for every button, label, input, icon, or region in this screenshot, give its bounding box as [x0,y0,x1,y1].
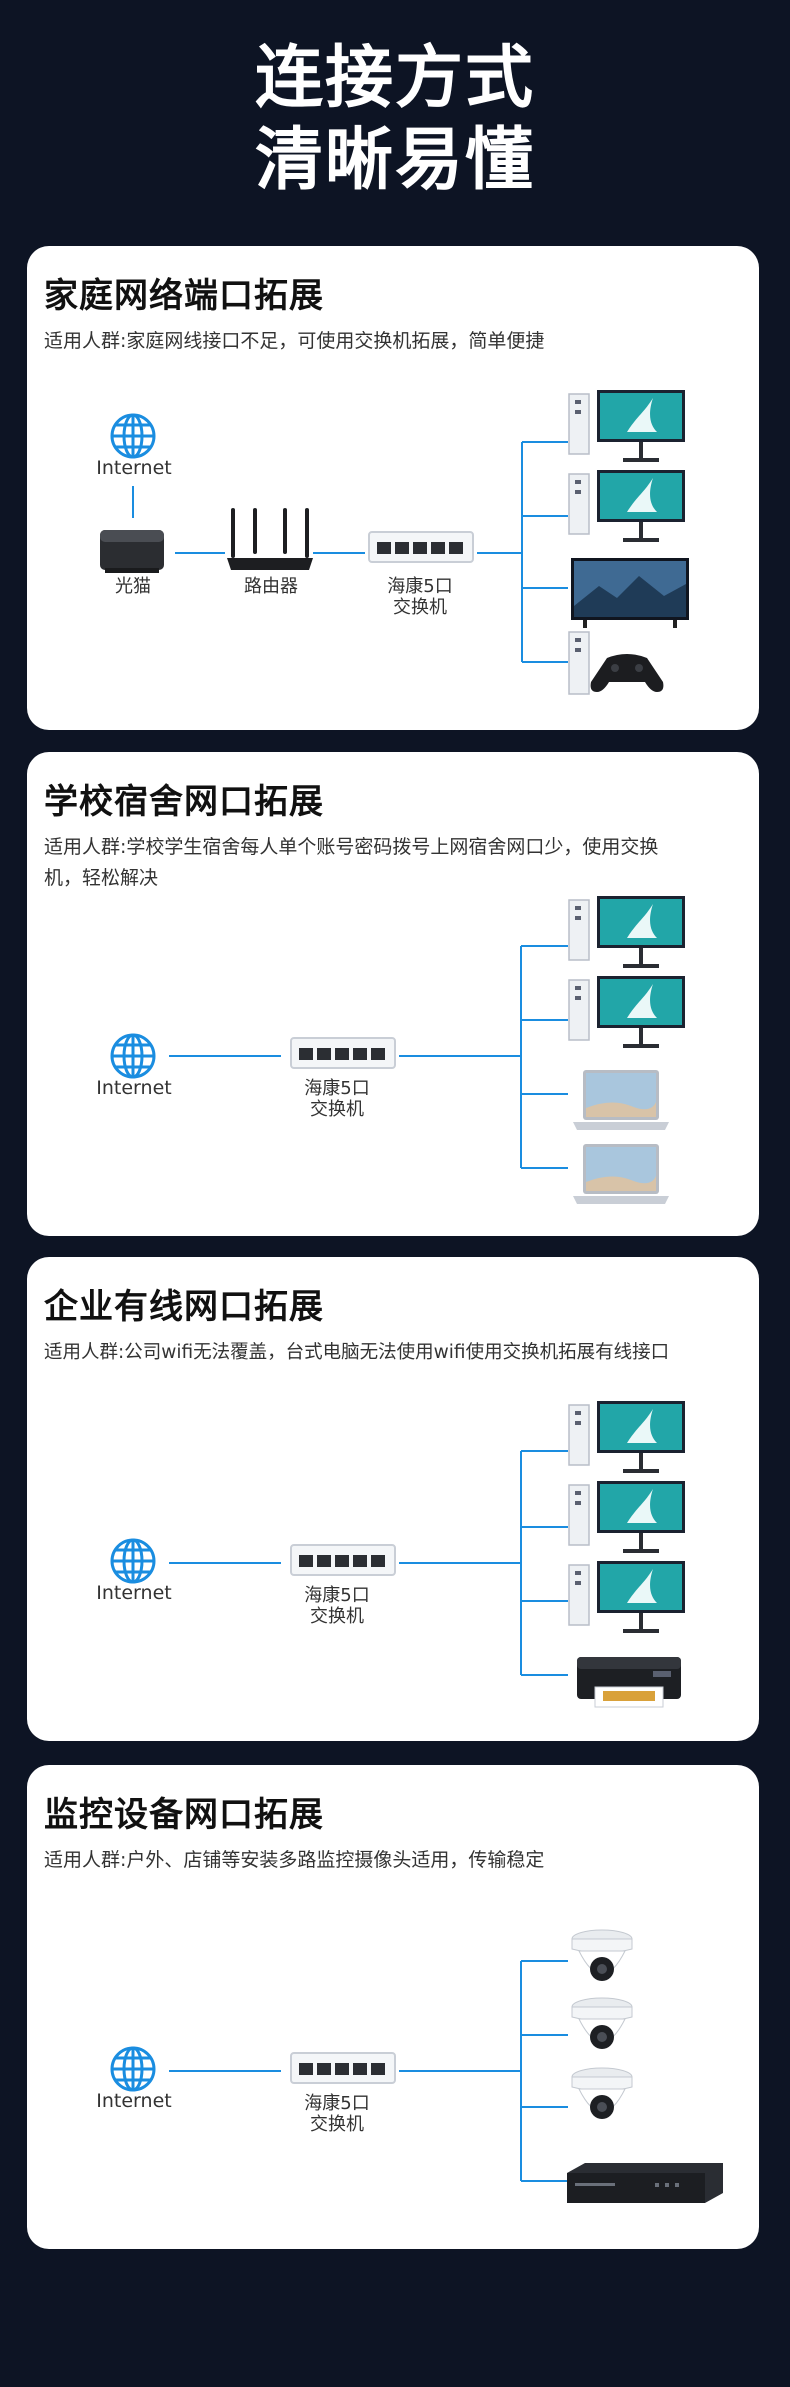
internet-label: Internet [96,1077,172,1099]
printer-icon [577,1657,681,1708]
globe-icon [110,1033,156,1079]
globe-icon [110,2046,156,2092]
nvr-recorder-icon [567,2163,723,2203]
pc-monitor-icon [568,976,685,1048]
section-school-dorm: 学校宿舍网口拓展 适用人群:学校学生宿舍每人单个账号密码拨号上网宿舍网口少，使用… [27,752,759,1236]
internet-label: Internet [96,1582,172,1604]
dome-camera-icon [571,2067,633,2119]
section-title: 企业有线网口拓展 [44,1287,324,1327]
router-icon [227,508,313,570]
connection-lines [169,1450,568,1676]
globe-icon [110,1538,156,1584]
switch-label-line1: 海康5口 [304,1585,370,1606]
hero-title-line2: 清晰易懂 [254,121,535,200]
switch-label-line1: 海康5口 [304,1078,370,1099]
switch-label-line2: 交换机 [392,597,447,618]
hero-title: 连接方式 清晰易懂 [0,38,790,202]
section-home-network: 家庭网络端口拓展 适用人群:家庭网线接口不足，可使用交换机拓展，简单便捷 Int… [27,246,759,730]
modem-icon [100,530,164,573]
switch-icon [290,1037,396,1069]
pc-monitor-icon [568,1481,685,1553]
laptop-icon [573,1070,669,1130]
section-title: 学校宿舍网口拓展 [44,782,324,822]
section-description: 适用人群:家庭网线接口不足，可使用交换机拓展，简单便捷 [44,330,545,352]
router-label: 路由器 [244,576,298,597]
pc-monitor-icon [568,896,685,968]
section-enterprise-wired: 企业有线网口拓展 适用人群:公司wifi无法覆盖，台式电脑无法使用wifi使用交… [27,1257,759,1741]
switch-icon [290,2052,396,2084]
switch-label: 海康5口 交换机 [304,1585,369,1627]
section-description: 适用人群:公司wifi无法覆盖，台式电脑无法使用wifi使用交换机拓展有线接口 [44,1342,670,1363]
switch-label: 海康5口 交换机 [304,1078,369,1120]
section-title: 监控设备网口拓展 [44,1795,324,1835]
switch-label-line2: 交换机 [309,1606,364,1627]
section-description: 适用人群:学校学生宿舍每人单个账号密码拨号上网宿舍网口少，使用交换机，轻松解决 [44,836,659,889]
connection-lines [169,1960,568,2182]
internet-label: Internet [96,2090,172,2112]
pc-monitor-icon [568,390,685,462]
pc-monitor-icon [568,1561,685,1633]
laptop-icon [573,1144,669,1204]
switch-icon [368,531,474,563]
tv-icon [571,558,689,628]
switch-label: 海康5口 交换机 [304,2093,369,2135]
switch-label-line1: 海康5口 [304,2093,370,2114]
pc-monitor-icon [568,1401,685,1473]
section-surveillance: 监控设备网口拓展 适用人群:户外、店铺等安装多路监控摄像头适用，传输稳定 Int… [27,1765,759,2249]
connection-lines [132,441,568,663]
game-console-icon [568,631,664,695]
dome-camera-icon [571,1929,633,1981]
internet-label: Internet [96,457,172,479]
switch-label-line2: 交换机 [309,1099,364,1120]
switch-label: 海康5口 交换机 [387,576,452,618]
modem-label: 光猫 [115,576,151,597]
switch-label-line2: 交换机 [309,2114,364,2135]
connection-lines [169,945,568,1169]
switch-label-line1: 海康5口 [387,576,453,597]
switch-icon [290,1544,396,1576]
section-description: 适用人群:户外、店铺等安装多路监控摄像头适用，传输稳定 [44,1849,545,1871]
section-title: 家庭网络端口拓展 [44,276,324,316]
pc-monitor-icon [568,470,685,542]
hero-title-line1: 连接方式 [254,39,535,118]
dome-camera-icon [571,1997,633,2049]
globe-icon [110,413,156,459]
